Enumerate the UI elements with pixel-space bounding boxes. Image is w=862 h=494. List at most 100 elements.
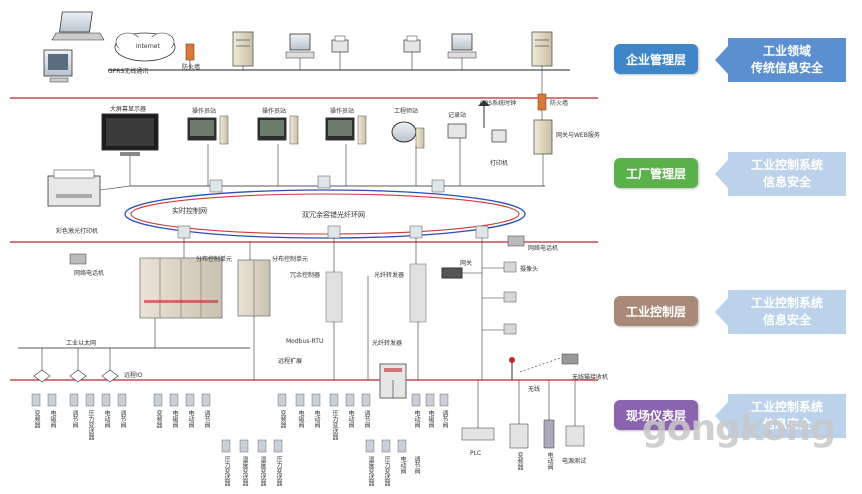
- security-box-control: 工业控制系统 信息安全: [715, 290, 846, 334]
- security-line1: 工业领域: [762, 44, 811, 58]
- label-fiber-2: 光纤转发器: [372, 340, 403, 347]
- desktop-icon-gprs: [43, 49, 73, 83]
- gateway-box-icon: [441, 267, 463, 279]
- label-redundant-ctrl: 冗余控制器: [290, 272, 321, 279]
- phone-icon-left: [69, 253, 87, 265]
- label-big-screen: 大屏幕显示器: [110, 106, 147, 113]
- label-dist-ctrl-2: 分布控制单元: [272, 256, 309, 263]
- label-power-test: 电源测试: [562, 458, 587, 465]
- label-op-station-3: 操作员站: [330, 108, 355, 115]
- field-label: 电磁阀: [427, 410, 434, 428]
- field-label: 温度变送器: [241, 456, 248, 486]
- workstation-icon-2: [447, 33, 477, 59]
- field-label: 调节阀: [363, 410, 370, 428]
- printer-icon-1: [331, 35, 349, 53]
- field-label: 变频器: [155, 410, 162, 428]
- label-printer: 打印机: [490, 160, 509, 167]
- field-label: 电动阀: [413, 410, 420, 428]
- workstation-icon-1: [285, 33, 315, 59]
- label-dist-ctrl-1: 分布控制单元: [196, 256, 233, 263]
- label-engineer-station: 工程师站: [394, 108, 419, 115]
- label-firewall-top: 防火墙: [182, 64, 201, 71]
- field-label: 压力变送器: [275, 456, 282, 486]
- field-label: 电磁阀: [297, 410, 304, 428]
- redundant-controller-icon: [325, 271, 343, 323]
- fiber-ring-outer: [124, 189, 526, 239]
- big-screen-icon: [101, 113, 159, 156]
- label-firewall-mid: 防火墙: [550, 100, 569, 107]
- io-stack-icon: [409, 263, 427, 323]
- label-gps-clock: GPS系统时钟: [480, 100, 517, 107]
- power-test-icon: [565, 425, 585, 447]
- server-icon-2: [531, 31, 553, 67]
- security-line2: 信息安全: [762, 313, 811, 327]
- label-internet: Internet: [136, 43, 160, 50]
- label-color-printer: 彩色激光打印机: [56, 228, 99, 235]
- cabinet-group-2: [237, 259, 271, 317]
- printer-icon-2: [403, 35, 421, 53]
- camera-icons: [503, 261, 517, 335]
- op-station-3-icon: [325, 115, 367, 145]
- layer-field: 现场仪表层: [614, 400, 698, 430]
- op-station-2-icon: [257, 115, 299, 145]
- field-device-icons: [31, 393, 449, 453]
- label-remote-io: 远程IO: [124, 372, 143, 379]
- label-recorder: 记录站: [448, 112, 467, 119]
- label-phone-right: 网络电话机: [528, 245, 559, 252]
- label-phone-left: 网络电话机: [74, 270, 105, 277]
- field-label: 电磁阀: [49, 410, 56, 428]
- field-label: 变频器: [33, 410, 40, 428]
- color-printer-icon: [47, 169, 101, 207]
- field-label: 电动阀: [103, 410, 110, 428]
- security-box-enterprise: 工业领域 传统信息安全: [715, 38, 846, 82]
- field-label: 调节阀: [203, 410, 210, 428]
- label-plc: PLC: [470, 450, 482, 457]
- label-gateway-server: 网关与WEB服务: [556, 132, 600, 139]
- printer-icon-3: [491, 129, 507, 143]
- field-label: 电动阀: [313, 410, 320, 428]
- security-line1: 工业控制系统: [750, 158, 823, 172]
- label-wireless-modem: 无线猫接收机: [572, 374, 609, 381]
- field-label: 压力变送器: [383, 456, 390, 486]
- gps-antenna-icon: [478, 100, 490, 128]
- field-label: 压力变送器: [331, 410, 338, 440]
- firewall-icon-top: [185, 43, 195, 70]
- wireless-antenna-icon: [509, 357, 515, 380]
- engineer-station-icon: [391, 121, 425, 149]
- field-label: 压力变送器: [87, 410, 94, 440]
- field-label: 调节阀: [413, 456, 420, 474]
- electric-valve-icon: [543, 419, 555, 449]
- security-line2: 信息安全: [762, 417, 811, 431]
- field-label: 变频器: [279, 410, 286, 428]
- switch-icons: [177, 175, 489, 239]
- label-camera: 摄像头: [520, 266, 539, 273]
- field-label: 温度变送器: [367, 456, 374, 486]
- laptop-icon: [51, 11, 105, 41]
- gateway-server-icon: [533, 119, 553, 155]
- label-fiber-1: 光纤转发器: [374, 272, 405, 279]
- server-icon-1: [232, 31, 254, 67]
- watermark: gongkong: [642, 408, 836, 449]
- label-ind-ethernet: 工业以太网: [66, 340, 97, 347]
- security-line2: 传统信息安全: [750, 61, 823, 75]
- label-ring-net: 双冗余容错光纤环网: [302, 211, 365, 219]
- field-label: 压力变送器: [223, 456, 230, 486]
- freq-converter-icon: [509, 423, 529, 449]
- recorder-printer-icon: [447, 123, 467, 139]
- layer-control: 工业控制层: [614, 296, 698, 326]
- label-op-station-2: 操作员站: [262, 108, 287, 115]
- op-station-1-icon: [187, 115, 229, 145]
- plc-icon: [461, 427, 495, 441]
- label-elec-valve: 电动阀: [546, 452, 553, 470]
- cabinet-group-1: [139, 257, 223, 319]
- field-label: 调节阀: [441, 410, 448, 428]
- security-line2: 信息安全: [762, 175, 811, 189]
- label-gateway: 网关: [460, 260, 473, 267]
- security-line1: 工业控制系统: [750, 400, 823, 414]
- label-gprs: GPRS无线通讯: [108, 68, 149, 75]
- field-label: 电动阀: [347, 410, 354, 428]
- label-wireless: 无线: [528, 386, 541, 393]
- label-realtime-net: 实时控制网: [172, 207, 207, 215]
- cloud-icon: [114, 32, 176, 62]
